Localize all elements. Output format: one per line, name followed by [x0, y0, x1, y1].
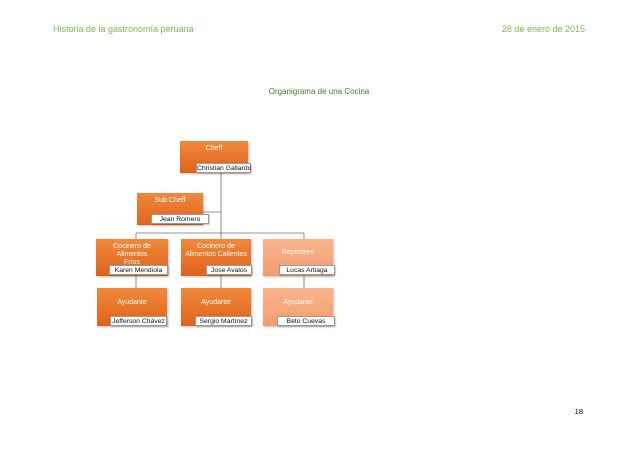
org-node-cheff: Cheff Christian Gallardo — [180, 141, 252, 173]
org-node-role: Ayudante — [201, 299, 231, 306]
org-node-role: Ayudante — [283, 299, 313, 306]
org-node-sub-cheff: Sub Cheff Jean Romero — [137, 193, 209, 225]
org-node-name: Jose Avalos — [206, 265, 252, 275]
org-node-role: Repostero — [281, 249, 315, 256]
org-node-repostero: Repostero Lucas Artiaga — [263, 239, 335, 276]
org-node-ayudante-2: Ayudante Sergio Martínez — [181, 288, 252, 326]
org-node-role: Sub Cheff — [154, 197, 186, 204]
org-chart-title: Organigrama de una Cocina — [268, 87, 370, 96]
org-node-name: Jefferson Chávez — [110, 316, 167, 326]
header-date: 28 de enero de 2015 — [501, 24, 585, 34]
org-node-name: Jean Romero — [151, 214, 209, 224]
org-node-ayudante-3: Ayudante Beto Cuevas — [263, 288, 335, 326]
org-node-role: Ayudante — [117, 299, 147, 306]
org-node-role: Cocinero de Alimentos Fríos — [113, 243, 151, 266]
org-node-name: Beto Cuevas — [277, 316, 335, 326]
page-number: 18 — [574, 407, 583, 416]
org-node-cocinero-frios: Cocinero de Alimentos Fríos Karen Mendio… — [96, 239, 168, 276]
org-node-role: Cheff — [205, 145, 223, 152]
org-node-name: Karen Mendiola — [109, 265, 168, 275]
org-node-name: Lucas Artiaga — [279, 265, 335, 275]
org-node-cocinero-calientes: Cocinero de Alimentos Calientes Jose Ava… — [181, 239, 252, 276]
org-node-name: Christian Gallardo — [196, 163, 252, 173]
org-node-name: Sergio Martínez — [195, 316, 252, 326]
org-node-role: Cocinero de Alimentos Calientes — [185, 243, 247, 258]
header-title: Historia de la gastronomía peruana — [53, 24, 194, 34]
org-node-ayudante-1: Ayudante Jefferson Chávez — [97, 288, 167, 326]
